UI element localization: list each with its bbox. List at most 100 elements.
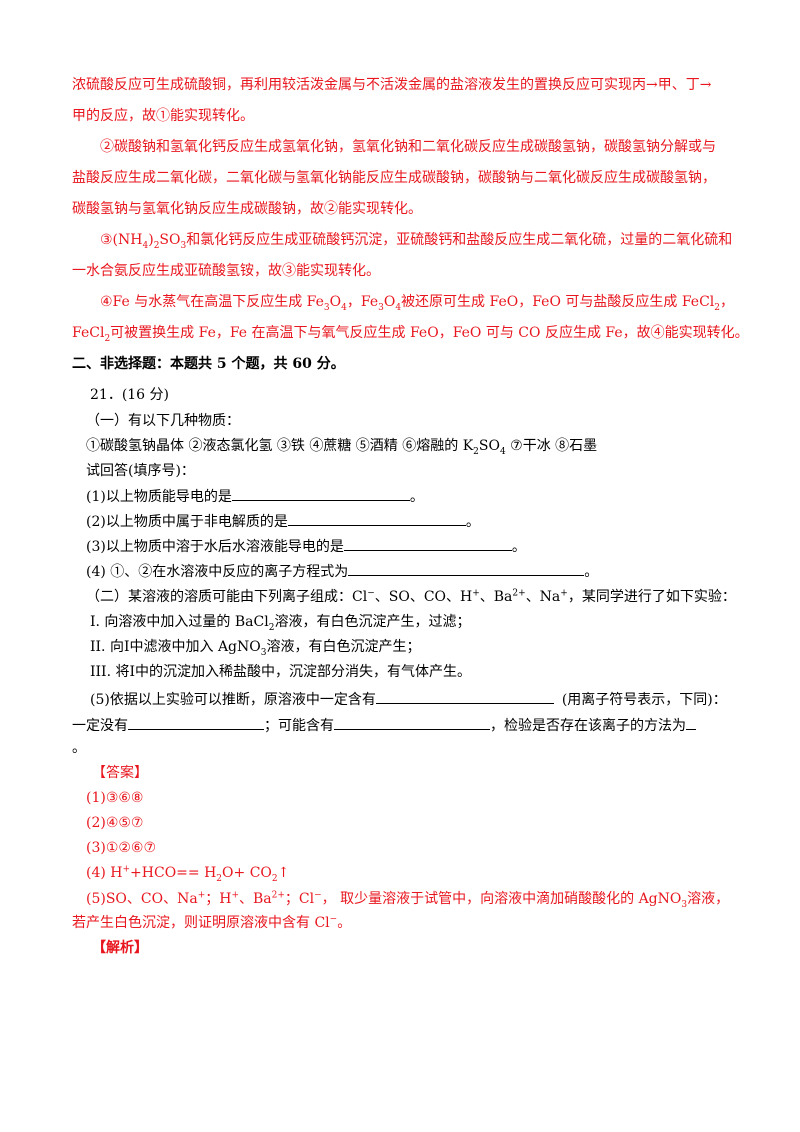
text: 溶液，有白色沉淀产生，过滤； [274, 614, 471, 630]
text: 。 [465, 514, 480, 530]
text: FeCl [72, 325, 105, 341]
superscript: + [197, 890, 206, 901]
text: O [329, 294, 342, 310]
experiment-step-2: II. 向Ⅰ中滤液中加入 AgNO3溶液，有白色沉淀产生； [90, 637, 420, 657]
text: 一水合氨反应生成亚硫酸氢铵，故③能实现转化。 [72, 263, 380, 279]
answer-blank[interactable] [287, 511, 466, 526]
text: (5)依据以上实验可以推断，原溶液中一定含有 [90, 692, 376, 708]
superscript: + [122, 864, 131, 875]
answer-5: (5)SO、CO、Na+；H+、Ba2+；Cl−， 取少量溶液于试管中，向溶液中… [86, 889, 729, 909]
text: 。 [337, 915, 352, 931]
text: I. 向溶液中加入过量的 BaCl [90, 614, 269, 630]
superscript: + [231, 890, 239, 901]
answer-2: (2)④⑤⑦ [86, 815, 144, 831]
sub-question-5-cont: 一定没有；可能含有，检验是否存在该离子的方法为 [72, 715, 696, 736]
subscript: 3 [323, 302, 330, 313]
subscript: 2 [216, 873, 223, 884]
answer-label: 【答案】 [92, 765, 148, 781]
sub-question-4: (4) ①、②在水溶液中反应的离子方程式为。 [86, 561, 598, 582]
text: II. 向Ⅰ中滤液中加入 AgNO [90, 639, 261, 655]
answer-blank[interactable] [231, 486, 410, 501]
text: 、Ba [239, 891, 272, 907]
text: ；Cl [284, 891, 315, 907]
sub-question-5: (5)依据以上实验可以推断，原溶液中一定含有 (用离子符号表示，下同)： [90, 689, 727, 710]
text: ①碳酸氢钠晶体 ②液态氯化氢 ③铁 ④蔗糖 ⑤酒精 ⑥熔融的 K [86, 438, 474, 454]
substance-list: ①碳酸氢钠晶体 ②液态氯化氢 ③铁 ④蔗糖 ⑤酒精 ⑥熔融的 K2SO4 ⑦干冰… [86, 436, 597, 456]
sub-question-3: (3)以上物质中溶于水后水溶液能导电的是。 [86, 536, 526, 557]
answer-blank[interactable] [128, 715, 264, 730]
subscript: 4 [395, 302, 402, 313]
section-heading: 二、非选择题：本题共 5 个题，共 60 分。 [72, 356, 345, 372]
sub-question-5-end: 。 [72, 740, 86, 756]
answer-blank[interactable] [343, 536, 512, 551]
sub-question-2: (2)以上物质中属于非电解质的是。 [86, 511, 480, 532]
text: SO [478, 438, 500, 454]
text: ③(NH [100, 232, 143, 248]
subscript: 4 [142, 240, 149, 251]
text: （二）某溶液的溶质可能由下列离子组成：Cl [86, 589, 368, 605]
instruction: 试回答(填序号)： [86, 463, 195, 479]
text: SO [159, 232, 181, 248]
text: ， [720, 294, 734, 310]
part-two-intro: （二）某溶液的溶质可能由下列离子组成：Cl−、SO、CO、H+、Ba2+、Na+… [86, 587, 736, 607]
text: ，某同学进行了如下实验： [567, 589, 736, 605]
answer-blank[interactable] [686, 715, 696, 730]
text: 被还原可生成 FeO，FeO 可与盐酸反应生成 FeCl [401, 294, 715, 310]
explanation-line: 浓硫酸反应可生成硫酸铜，再利用较活泼金属与不活泼金属的盐溶液发生的置换反应可实现… [72, 75, 711, 95]
experiment-step-1: I. 向溶液中加入过量的 BaCl2溶液，有白色沉淀产生，过滤； [90, 612, 470, 632]
subscript: 2 [153, 240, 160, 251]
text: ↑ [277, 865, 290, 881]
text: O [383, 294, 396, 310]
experiment-step-3: III. 将Ⅰ中的沉淀加入稀盐酸中，沉淀部分消失，有气体产生。 [90, 664, 472, 680]
text: (3)以上物质中溶于水后水溶液能导电的是 [86, 539, 344, 555]
explanation-line: ③(NH4)2SO3和氯化钙反应生成亚硫酸钙沉淀，亚硫酸钙和盐酸反应生成二氧化硫… [100, 230, 732, 250]
text: (5)SO、CO、Na [86, 891, 198, 907]
answer-1: (1)③⑥⑧ [86, 790, 144, 806]
text: (1)以上物质能导电的是 [86, 489, 232, 505]
subscript: 2 [473, 446, 479, 457]
subscript: 2 [268, 622, 275, 633]
text: 可被置换生成 Fe，Fe 在高温下与氧气反应生成 FeO，FeO 可与 CO 反… [110, 325, 749, 341]
explanation-line: ②碳酸钠和氢氧化钙反应生成氢氧化钠，氢氧化钠和二氧化碳反应生成碳酸氢钠，碳酸氢钠… [100, 137, 716, 157]
answer-blank[interactable] [348, 561, 585, 576]
text: ，Fe [346, 294, 379, 310]
text: ，检验是否存在该离子的方法为 [490, 718, 686, 734]
text: ， 取少量溶液于试管中，向溶液中滴加硝酸酸化的 AgNO [321, 891, 682, 907]
text: 、Na [525, 589, 561, 605]
text: 、SO、CO、H [374, 589, 473, 605]
superscript: + [560, 588, 568, 599]
subscript: 3 [180, 240, 187, 251]
superscript: − [314, 890, 322, 901]
subscript: 3 [378, 302, 384, 313]
text: (4) ①、②在水溶液中反应的离子方程式为 [86, 564, 349, 580]
explanation-line: ④Fe 与水蒸气在高温下反应生成 Fe3O4，Fe3O4被还原可生成 FeO，F… [100, 292, 734, 312]
explanation-line: FeCl2可被置换生成 Fe，Fe 在高温下与氧气反应生成 FeO，FeO 可与… [72, 323, 749, 343]
superscript: 2+ [512, 588, 526, 599]
superscript: 2+ [271, 890, 285, 901]
subscript: 2 [271, 873, 278, 884]
text: O+ CO [222, 865, 272, 881]
answer-4: (4) H++HCO== H2O+ CO2↑ [86, 863, 289, 883]
subscript: 3 [260, 647, 267, 658]
text: 溶液，有白色沉淀产生； [266, 639, 421, 655]
explanation-line: 一水合氨反应生成亚硫酸氢铵，故③能实现转化。 [72, 261, 380, 281]
superscript: − [329, 914, 338, 925]
text: (用离子符号表示，下同)： [561, 692, 727, 708]
explanation-line: 盐酸反应生成二氧化碳，二氧化碳与氢氧化钠能反应生成碳酸钠，碳酸钠与二氧化碳反应生… [72, 168, 716, 188]
text: ) [148, 232, 154, 248]
question-number: 21．(16 分) [90, 387, 170, 403]
text: 碳酸氢钠与氢氧化钠反应生成碳酸钠，故②能实现转化。 [72, 201, 422, 217]
text: 一定没有 [72, 718, 128, 734]
answer-blank[interactable] [334, 715, 490, 730]
text: 甲的反应，故①能实现转化。 [72, 108, 254, 124]
text: 、Ba [479, 589, 513, 605]
text: +HCO== H [130, 865, 217, 881]
text: 溶液， [687, 891, 730, 907]
text: ②碳酸钠和氢氧化钙反应生成氢氧化钠，氢氧化钠和二氧化碳反应生成碳酸氢钠，碳酸氢钠… [100, 139, 716, 155]
subscript: 4 [499, 446, 506, 457]
answer-5-cont: 若产生白色沉淀，则证明原溶液中含有 Cl−。 [72, 913, 351, 933]
answer-blank[interactable] [375, 689, 554, 704]
subscript: 2 [714, 302, 720, 313]
text: ⑦干冰 ⑧石墨 [505, 438, 598, 454]
